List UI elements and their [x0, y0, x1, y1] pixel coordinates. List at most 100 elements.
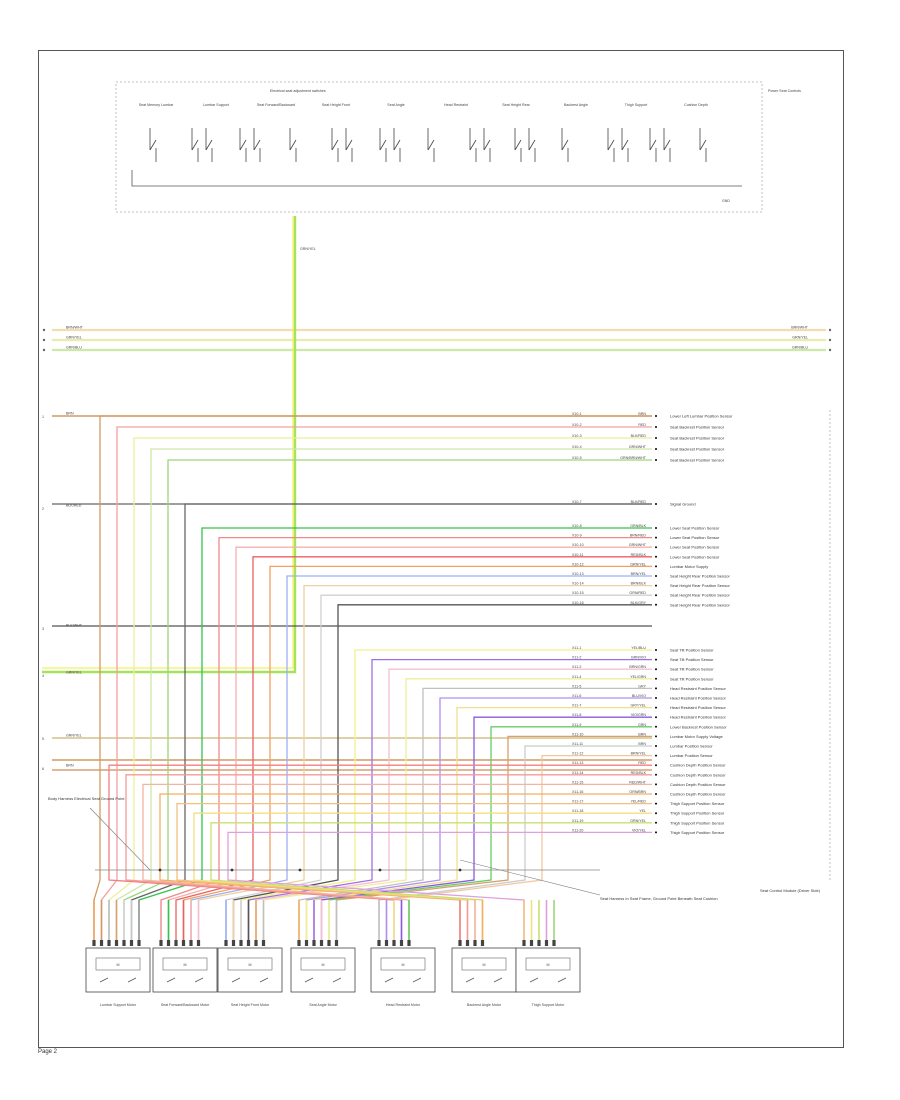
- motor-label: Seat Height Front Motor: [231, 1003, 270, 1007]
- pin-wire-color: YEL/GRN: [630, 675, 646, 679]
- pin-wire-color: GRY/YEL: [630, 704, 646, 708]
- pin-dot: [655, 716, 657, 719]
- motor-pin: [129, 940, 134, 946]
- motor-symbol: M: [322, 963, 325, 967]
- pin-wire-color: BRN/YEL: [631, 752, 646, 756]
- pin-description: Lower Seat Position Sensor: [670, 545, 720, 550]
- pin-code: X11-4: [572, 675, 581, 679]
- routed-wire: [385, 754, 652, 942]
- pin-description: Seat Tilt Position Sensor: [670, 667, 714, 672]
- motor-pin: [392, 940, 396, 946]
- pin-wire-color: BRN/YEL: [631, 572, 646, 576]
- pin-wire-color: BLK/RED: [631, 500, 647, 504]
- bus-end-dot: [828, 328, 832, 332]
- pin-wire-color: GRN: [638, 723, 646, 727]
- motor-inner: [300, 957, 346, 971]
- motor-label: Backrest Angle Motor: [467, 1003, 502, 1007]
- switch-ground-label: GND: [722, 199, 730, 203]
- pin-code: X11-13: [572, 761, 583, 765]
- splice-dot: [458, 868, 462, 872]
- terminal-marker: 3: [42, 627, 44, 631]
- switch-label: Seat Height Front: [322, 103, 350, 107]
- feed-wire-label: GRN/YEL: [300, 247, 316, 251]
- splice-dot: [158, 868, 162, 872]
- bus-line-label-right: BRN/WHT: [791, 326, 809, 330]
- terminal-marker: 4: [42, 674, 44, 678]
- pin-dot: [655, 793, 657, 795]
- pin-description: Cushion Depth Position Sensor: [670, 782, 726, 787]
- bus-line-label-left: GRN/YEL: [66, 336, 82, 340]
- motor-label: Seat Forward/Backward Motor: [161, 1003, 210, 1007]
- pin-description: Head Restraint Position Sensor: [670, 715, 726, 720]
- pin-dot: [655, 754, 657, 757]
- switch-lever: [528, 139, 536, 151]
- motor-inner: [380, 957, 426, 971]
- pin-dot: [655, 555, 657, 558]
- switch-label: Seat Height Rear: [502, 103, 530, 107]
- pin-code: X11-9: [572, 723, 581, 727]
- pin-dot: [655, 437, 657, 439]
- motor-symbol: M: [117, 963, 120, 967]
- splice-dot: [230, 868, 234, 872]
- switch-lever: [483, 139, 491, 151]
- switch-block-outline: [115, 81, 763, 213]
- wire-harness: GRN/YEL: [42, 216, 652, 942]
- pin-description: Head Restraint Position Sensor: [670, 686, 726, 691]
- switch-lever: [191, 139, 199, 151]
- motor-label: Lumbar Support Motor: [100, 1003, 137, 1007]
- motor-unit: M Lumbar Support Motor: [85, 900, 151, 1007]
- terminal-marker: 6: [42, 767, 44, 771]
- pin-description: Seat Backrest Position Sensor: [670, 425, 725, 430]
- pin-description: Thigh Support Position Sensor: [670, 801, 725, 806]
- pin-code: X11-8: [572, 713, 581, 717]
- switch-block-corner-label: Power Seat Controls: [768, 89, 801, 93]
- motor-hall-sensor: [259, 977, 269, 983]
- bus-line-label-right: GRN/YEL: [792, 336, 808, 340]
- motor-pin: [181, 940, 186, 946]
- pin-description: Lumbar Position Sensor: [670, 753, 713, 758]
- feed-wire-yellow: [42, 216, 294, 669]
- switch-lever: [379, 139, 387, 151]
- pin-code: X10-14: [572, 582, 584, 586]
- pin-description: Seat Height Rear Position Sensor: [670, 583, 730, 588]
- feed-wire-green: [42, 216, 297, 674]
- pin-dot: [655, 503, 657, 505]
- pin-description: Seat Height Rear Position Sensor: [670, 593, 730, 598]
- motor-hall-sensor: [493, 977, 503, 983]
- motor-pin: [319, 940, 324, 946]
- switch-lever: [561, 139, 569, 151]
- pin-wire-color: GRN/WHT: [629, 543, 647, 547]
- motor-hall-sensor: [412, 977, 422, 983]
- motor-pin: [239, 940, 243, 946]
- motor-pin: [159, 940, 163, 946]
- pin-dot: [655, 687, 657, 690]
- pin-wire-color: YEL/BLU: [631, 646, 646, 650]
- pin-dot: [655, 812, 657, 815]
- motor-pin: [99, 940, 104, 946]
- motor-pin: [92, 940, 96, 946]
- pin-wire-color: BRN/GRN: [629, 665, 646, 669]
- pin-dot: [655, 802, 657, 805]
- pin-wire-color: RED: [638, 423, 646, 427]
- pin-code: X11-14: [572, 771, 583, 775]
- pin-description: Lower Seat Position Sensor: [670, 526, 720, 531]
- pin-code: X10-7: [572, 500, 582, 504]
- routed-wire: [255, 668, 652, 942]
- pin-dot: [655, 764, 657, 767]
- pin-wire-color: GRN/RED: [629, 591, 646, 595]
- note-body-ground: Body Harness Electrical Seat Ground Poin…: [48, 796, 125, 801]
- pin-dot: [655, 821, 657, 824]
- pin-description: Cushion Depth Position Sensor: [670, 772, 726, 777]
- pin-dot: [655, 725, 657, 728]
- motor-pin: [334, 940, 339, 946]
- motor-pin: [137, 940, 141, 946]
- motor-pin: [122, 940, 126, 946]
- pin-wire-color: GRN/BLK: [630, 524, 646, 528]
- switch-lever: [607, 139, 615, 151]
- motor-hall-sensor: [231, 977, 241, 983]
